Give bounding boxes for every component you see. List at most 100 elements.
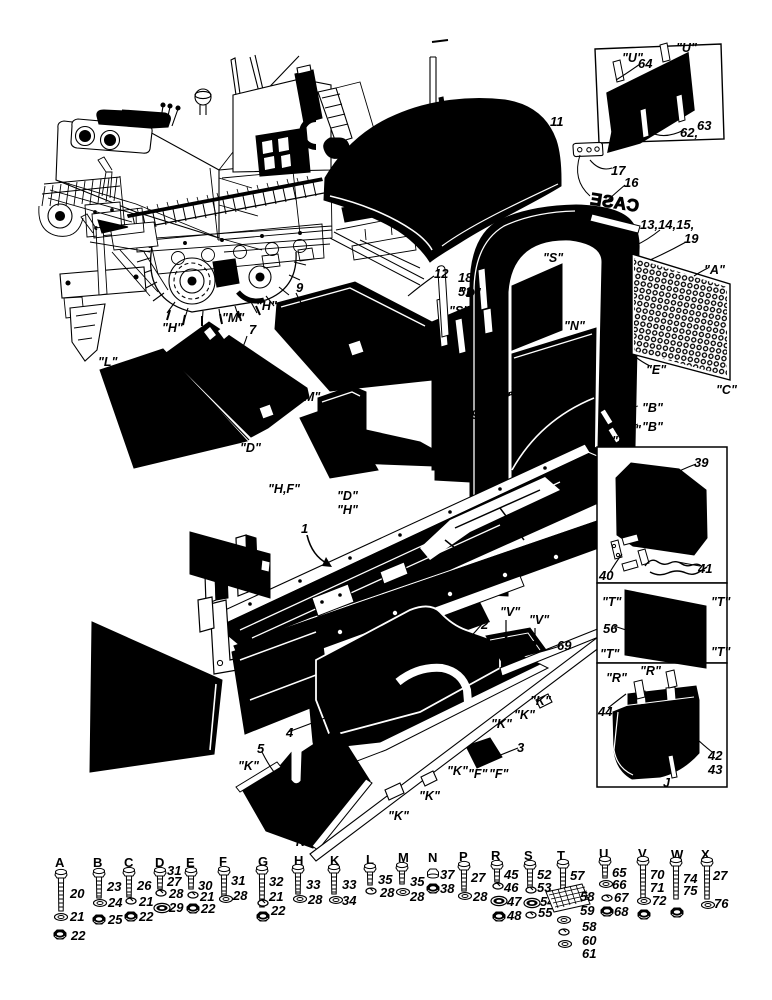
svg-text:31: 31: [231, 873, 245, 888]
svg-text:7: 7: [249, 322, 257, 337]
svg-text:2: 2: [480, 617, 489, 632]
svg-text:49,50: 49,50: [463, 407, 497, 422]
svg-text:27: 27: [712, 868, 728, 883]
svg-text:23: 23: [106, 879, 122, 894]
svg-text:"L": "L": [98, 355, 119, 369]
svg-text:21: 21: [138, 894, 153, 909]
svg-text:F: F: [219, 854, 227, 869]
svg-text:10: 10: [510, 381, 525, 396]
svg-text:11: 11: [550, 114, 564, 129]
svg-text:16: 16: [624, 175, 639, 190]
svg-text:58: 58: [582, 919, 597, 934]
svg-text:"V": "V": [500, 605, 521, 619]
svg-text:43: 43: [707, 762, 723, 777]
svg-text:"D": "D": [460, 286, 482, 300]
svg-text:39: 39: [694, 455, 709, 470]
svg-text:1: 1: [301, 521, 308, 536]
svg-text:57: 57: [570, 868, 585, 883]
svg-text:"A": "A": [704, 263, 726, 277]
svg-text:31: 31: [167, 863, 181, 878]
svg-text:55: 55: [538, 905, 553, 920]
svg-text:V: V: [638, 846, 647, 861]
svg-text:28: 28: [168, 886, 184, 901]
svg-text:24: 24: [107, 895, 123, 910]
svg-text:"K": "K": [491, 717, 513, 731]
svg-text:J: J: [663, 776, 671, 790]
svg-text:44: 44: [597, 704, 613, 719]
svg-text:28: 28: [307, 892, 323, 907]
svg-text:"W": "W": [152, 733, 177, 747]
svg-text:"H,F": "H,F": [268, 482, 301, 496]
svg-text:"E": "E": [646, 363, 667, 377]
svg-text:X: X: [701, 847, 710, 862]
svg-text:22: 22: [200, 901, 216, 916]
svg-text:E: E: [186, 855, 195, 870]
svg-text:72: 72: [652, 893, 667, 908]
svg-text:"H": "H": [256, 299, 278, 313]
svg-text:T: T: [557, 848, 565, 863]
svg-text:21: 21: [199, 889, 214, 904]
svg-text:22: 22: [70, 928, 86, 943]
svg-text:70: 70: [650, 867, 665, 882]
svg-text:27: 27: [470, 870, 486, 885]
svg-text:61: 61: [582, 946, 596, 961]
svg-text:68: 68: [614, 904, 629, 919]
svg-text:26: 26: [136, 878, 152, 893]
svg-text:"F": "F": [489, 767, 510, 781]
svg-text:"T": "T": [600, 647, 621, 661]
svg-text:K: K: [330, 853, 340, 868]
svg-text:6: 6: [363, 431, 371, 446]
svg-text:51: 51: [458, 284, 472, 299]
svg-text:9: 9: [296, 280, 304, 295]
svg-text:5: 5: [257, 741, 265, 756]
svg-text:37: 37: [440, 867, 455, 882]
svg-text:71: 71: [650, 880, 664, 895]
svg-text:A: A: [55, 855, 65, 870]
svg-text:"B": "B": [620, 423, 642, 437]
svg-text:28: 28: [472, 889, 488, 904]
svg-text:"K": "K": [419, 789, 441, 803]
svg-text:R: R: [491, 848, 501, 863]
svg-text:"H": "H": [342, 450, 364, 464]
svg-text:30: 30: [198, 878, 213, 893]
svg-text:45: 45: [503, 867, 519, 882]
svg-text:"R": "R": [640, 664, 662, 678]
svg-text:52: 52: [537, 867, 552, 882]
svg-text:"H": "H": [492, 390, 514, 404]
svg-text:D: D: [155, 855, 164, 870]
svg-text:"T": "T": [602, 595, 623, 609]
svg-text:"M": "M": [222, 311, 245, 325]
svg-text:75: 75: [683, 883, 698, 898]
svg-text:76: 76: [714, 896, 729, 911]
svg-text:33: 33: [306, 877, 321, 892]
svg-text:19: 19: [684, 231, 699, 246]
svg-text:64: 64: [638, 56, 653, 71]
svg-text:59: 59: [580, 903, 595, 918]
svg-text:"K": "K": [238, 759, 260, 773]
svg-text:41: 41: [697, 561, 712, 576]
svg-text:"H": "H": [387, 441, 409, 455]
svg-text:35: 35: [410, 874, 425, 889]
svg-text:69: 69: [557, 638, 572, 653]
svg-text:47: 47: [506, 894, 522, 909]
svg-text:"K": "K": [514, 708, 536, 722]
svg-text:H: H: [294, 853, 303, 868]
svg-text:"S": "S": [543, 251, 564, 265]
svg-text:40: 40: [598, 568, 614, 583]
svg-text:29: 29: [168, 900, 184, 915]
svg-text:27: 27: [166, 874, 182, 889]
svg-text:22: 22: [138, 909, 154, 924]
svg-text:34: 34: [342, 893, 357, 908]
svg-text:13,14,15,: 13,14,15,: [640, 217, 694, 232]
svg-text:"N": "N": [564, 319, 586, 333]
svg-text:65: 65: [612, 865, 627, 880]
svg-text:"M": "M": [298, 390, 321, 404]
svg-text:"D": "D": [240, 441, 262, 455]
svg-text:"K": "K": [388, 809, 410, 823]
svg-text:"R": "R": [606, 671, 628, 685]
svg-text:"S": "S": [449, 304, 470, 318]
svg-text:"F": "F": [468, 767, 489, 781]
svg-text:18: 18: [458, 270, 473, 285]
svg-text:"B": "B": [612, 434, 634, 448]
svg-text:3: 3: [517, 740, 525, 755]
